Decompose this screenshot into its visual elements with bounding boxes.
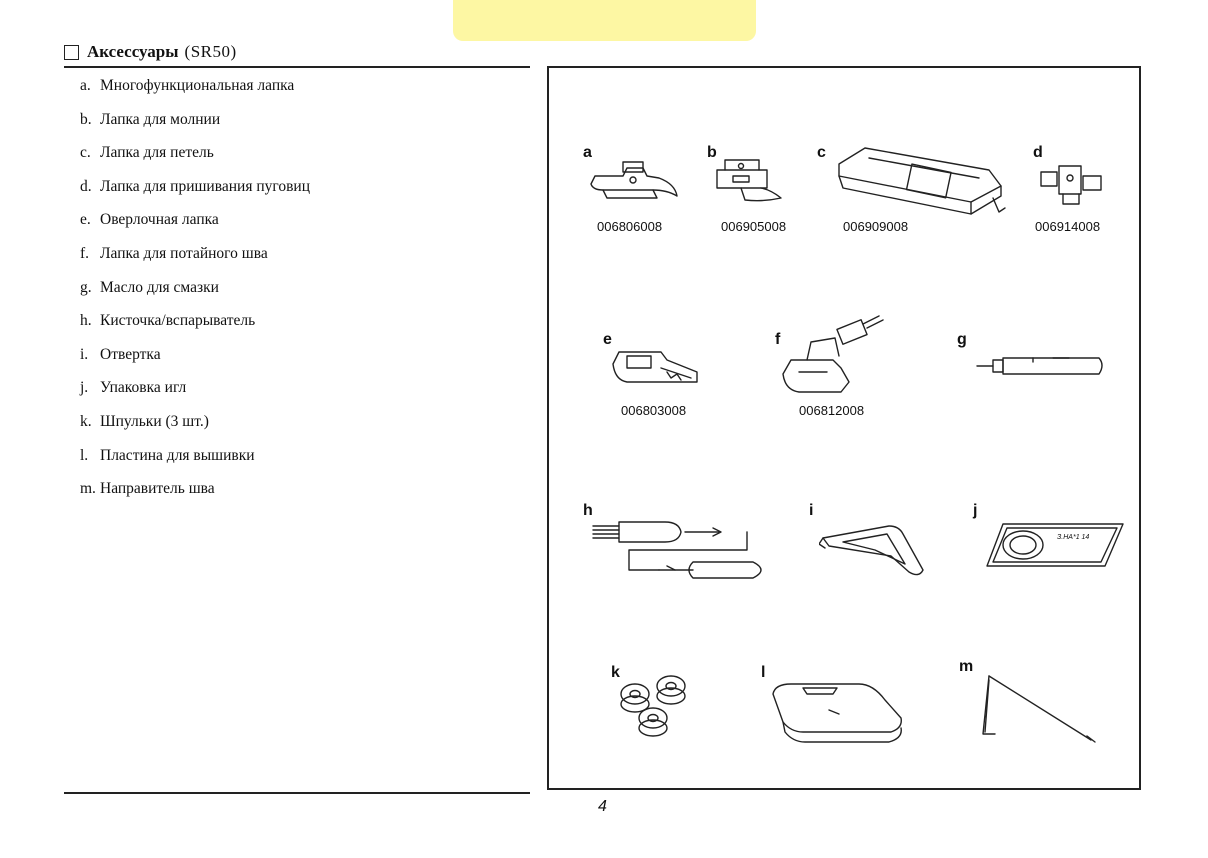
list-item: f. Лапка для потайного шва bbox=[80, 244, 310, 278]
item-label: Оверлочная лапка bbox=[100, 211, 219, 229]
list-item: h. Кисточка/вспарыватель bbox=[80, 311, 310, 345]
item-letter: l. bbox=[80, 446, 89, 464]
screwdriver-illustration bbox=[819, 525, 924, 576]
illus-code-a: 006806008 bbox=[597, 219, 663, 234]
blind-hem-foot-illustration bbox=[782, 315, 884, 393]
item-label: Кисточка/вспарыватель bbox=[100, 312, 256, 330]
item-letter: j. bbox=[80, 379, 89, 397]
list-item: m.Направитель шва bbox=[80, 479, 310, 513]
overlock-foot-illustration bbox=[612, 351, 698, 383]
illus-letter-b: b bbox=[707, 144, 717, 161]
list-item: i. Отвертка bbox=[80, 345, 310, 379]
oil-bottle-illustration bbox=[976, 357, 1103, 375]
list-item: a. Многофункциональная лапка bbox=[80, 76, 310, 110]
item-letter: d. bbox=[80, 177, 92, 195]
brush-seam-ripper-illustration bbox=[592, 521, 762, 579]
illus-letter-k: k bbox=[611, 664, 620, 681]
item-letter: k. bbox=[80, 412, 92, 430]
list-item: l. Пластина для вышивки bbox=[80, 446, 310, 480]
bottom-divider bbox=[64, 792, 530, 794]
illus-letter-j: j bbox=[973, 502, 978, 519]
item-letter: f. bbox=[80, 244, 90, 262]
seam-guide-illustration bbox=[982, 675, 1096, 743]
illus-code-d: 006914008 bbox=[1035, 219, 1101, 234]
illus-letter-c: c bbox=[817, 144, 826, 161]
illus-letter-f: f bbox=[775, 331, 781, 348]
list-item: c. Лапка для петель bbox=[80, 143, 310, 177]
item-label: Лапка для молнии bbox=[100, 110, 221, 128]
illus-letter-a: a bbox=[583, 144, 592, 161]
button-sewing-foot-illustration bbox=[1040, 165, 1102, 205]
section-checkbox-icon bbox=[64, 44, 79, 60]
section-heading: Аксессуары (SR50) bbox=[64, 40, 237, 64]
item-letter: m. bbox=[80, 480, 96, 498]
section-title: Аксессуары bbox=[87, 42, 179, 61]
list-item: b. Лапка для молнии bbox=[80, 110, 310, 144]
header-tab-highlight bbox=[453, 0, 756, 41]
zipper-foot-illustration bbox=[716, 159, 782, 202]
multipurpose-foot-illustration bbox=[590, 161, 678, 199]
list-item: d. Лапка для пришивания пуговиц bbox=[80, 177, 310, 211]
item-label: Лапка для петель bbox=[100, 144, 214, 162]
page-number: 4 bbox=[598, 798, 607, 815]
top-divider bbox=[64, 66, 530, 68]
item-label: Масло для смазки bbox=[100, 278, 219, 296]
item-label: Направитель шва bbox=[100, 480, 215, 498]
item-label: Упаковка игл bbox=[100, 379, 187, 397]
illus-letter-l: l bbox=[761, 664, 766, 681]
illus-letter-g: g bbox=[957, 331, 967, 348]
illus-code-c: 006909008 bbox=[843, 219, 909, 234]
item-letter: e. bbox=[80, 211, 91, 229]
accessory-list: a. Многофункциональная лапка b. Лапка для … bbox=[80, 76, 310, 513]
buttonhole-foot-illustration bbox=[838, 147, 1006, 215]
item-label: Многофункциональная лапка bbox=[100, 77, 295, 94]
illus-letter-h: h bbox=[583, 502, 593, 519]
needle-pack-text: З.НА*1 14 bbox=[1057, 534, 1090, 541]
illus-letter-m: m bbox=[959, 658, 974, 675]
item-label: Отвертка bbox=[100, 345, 161, 363]
item-letter: c. bbox=[80, 144, 91, 162]
item-letter: g. bbox=[80, 278, 92, 296]
illus-code-b: 006905008 bbox=[721, 219, 787, 234]
list-item: g. Масло для смазки bbox=[80, 278, 310, 312]
needle-pack-illustration bbox=[986, 523, 1124, 567]
illus-letter-e: e bbox=[603, 331, 612, 348]
item-label: Лапка для потайного шва bbox=[100, 244, 268, 262]
embroidery-plate-illustration bbox=[772, 683, 902, 743]
item-label: Лапка для пришивания пуговиц bbox=[100, 177, 310, 195]
bobbins-illustration bbox=[620, 675, 686, 737]
item-letter: i. bbox=[80, 345, 89, 363]
item-label: Шпульки (3 шт.) bbox=[100, 412, 209, 430]
illustration-panel: a 006806008 b 006905008 c 006909008 d 00… bbox=[547, 66, 1141, 790]
item-label: Пластина для вышивки bbox=[100, 446, 255, 464]
item-letter: h. bbox=[80, 312, 92, 330]
illus-letter-d: d bbox=[1033, 144, 1043, 161]
list-item: j. Упаковка игл bbox=[80, 378, 310, 412]
item-letter: a. bbox=[80, 77, 91, 94]
section-model: (SR50) bbox=[184, 42, 237, 61]
list-item: e. Оверлочная лапка bbox=[80, 210, 310, 244]
illus-code-f: 006812008 bbox=[799, 403, 865, 418]
item-letter: b. bbox=[80, 110, 92, 128]
list-item: k. Шпульки (3 шт.) bbox=[80, 412, 310, 446]
illus-letter-i: i bbox=[809, 502, 814, 519]
illus-code-e: 006803008 bbox=[621, 403, 687, 418]
